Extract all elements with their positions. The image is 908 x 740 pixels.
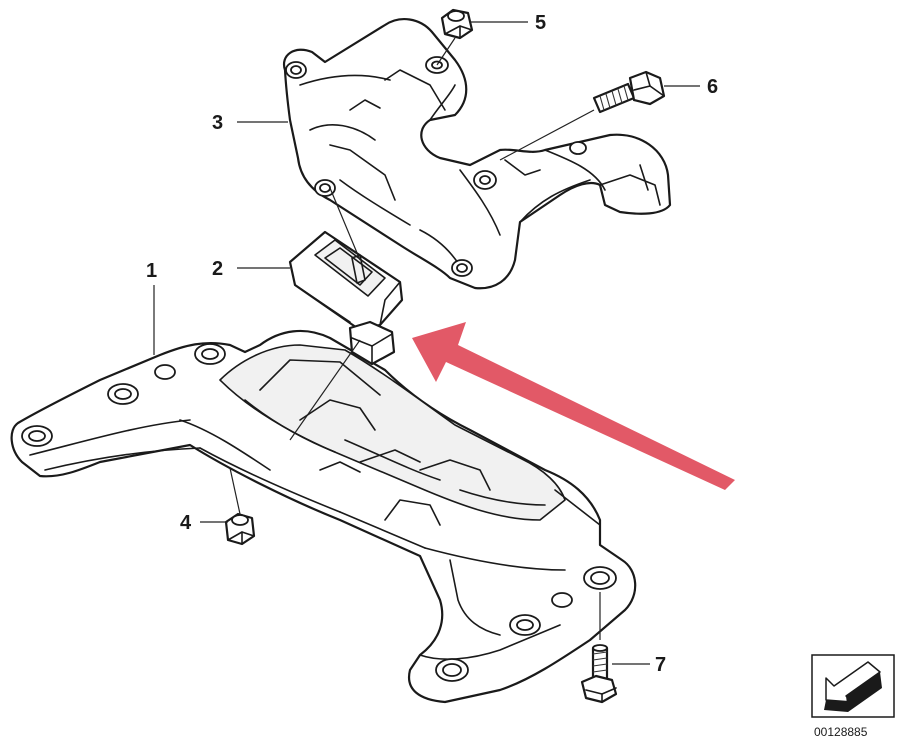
part-1-crossmember[interactable] [10,329,637,704]
diagram-number: 00128885 [814,725,868,739]
callout-labels: 1 2 3 4 5 6 7 [146,12,718,676]
callout-7[interactable]: 7 [655,654,666,676]
alignment-line-nut-5 [436,37,456,66]
part-3-bracket[interactable] [282,18,672,290]
part-7-bolt[interactable] [580,644,618,704]
part-2-rubber-mount[interactable] [288,230,404,366]
red-pointer-arrow-icon [412,322,735,490]
alignment-line-bolt-6 [499,109,595,161]
alignment-line-stud [329,187,361,261]
orientation-box: 00128885 [811,654,895,739]
callout-4[interactable]: 4 [180,512,192,534]
leader-lines [153,21,700,665]
alignment-line-nut-4 [229,467,241,515]
callout-5[interactable]: 5 [535,12,546,34]
part-5-nut[interactable] [440,8,474,40]
callout-2[interactable]: 2 [212,258,223,280]
alignment-line-mount [289,339,361,441]
callout-1[interactable]: 1 [146,260,157,282]
direction-arrow-icon [824,661,882,712]
part-6-bolt[interactable] [592,70,666,114]
callout-6[interactable]: 6 [707,76,718,98]
callout-3[interactable]: 3 [212,112,223,134]
part-4-nut[interactable] [224,512,256,546]
